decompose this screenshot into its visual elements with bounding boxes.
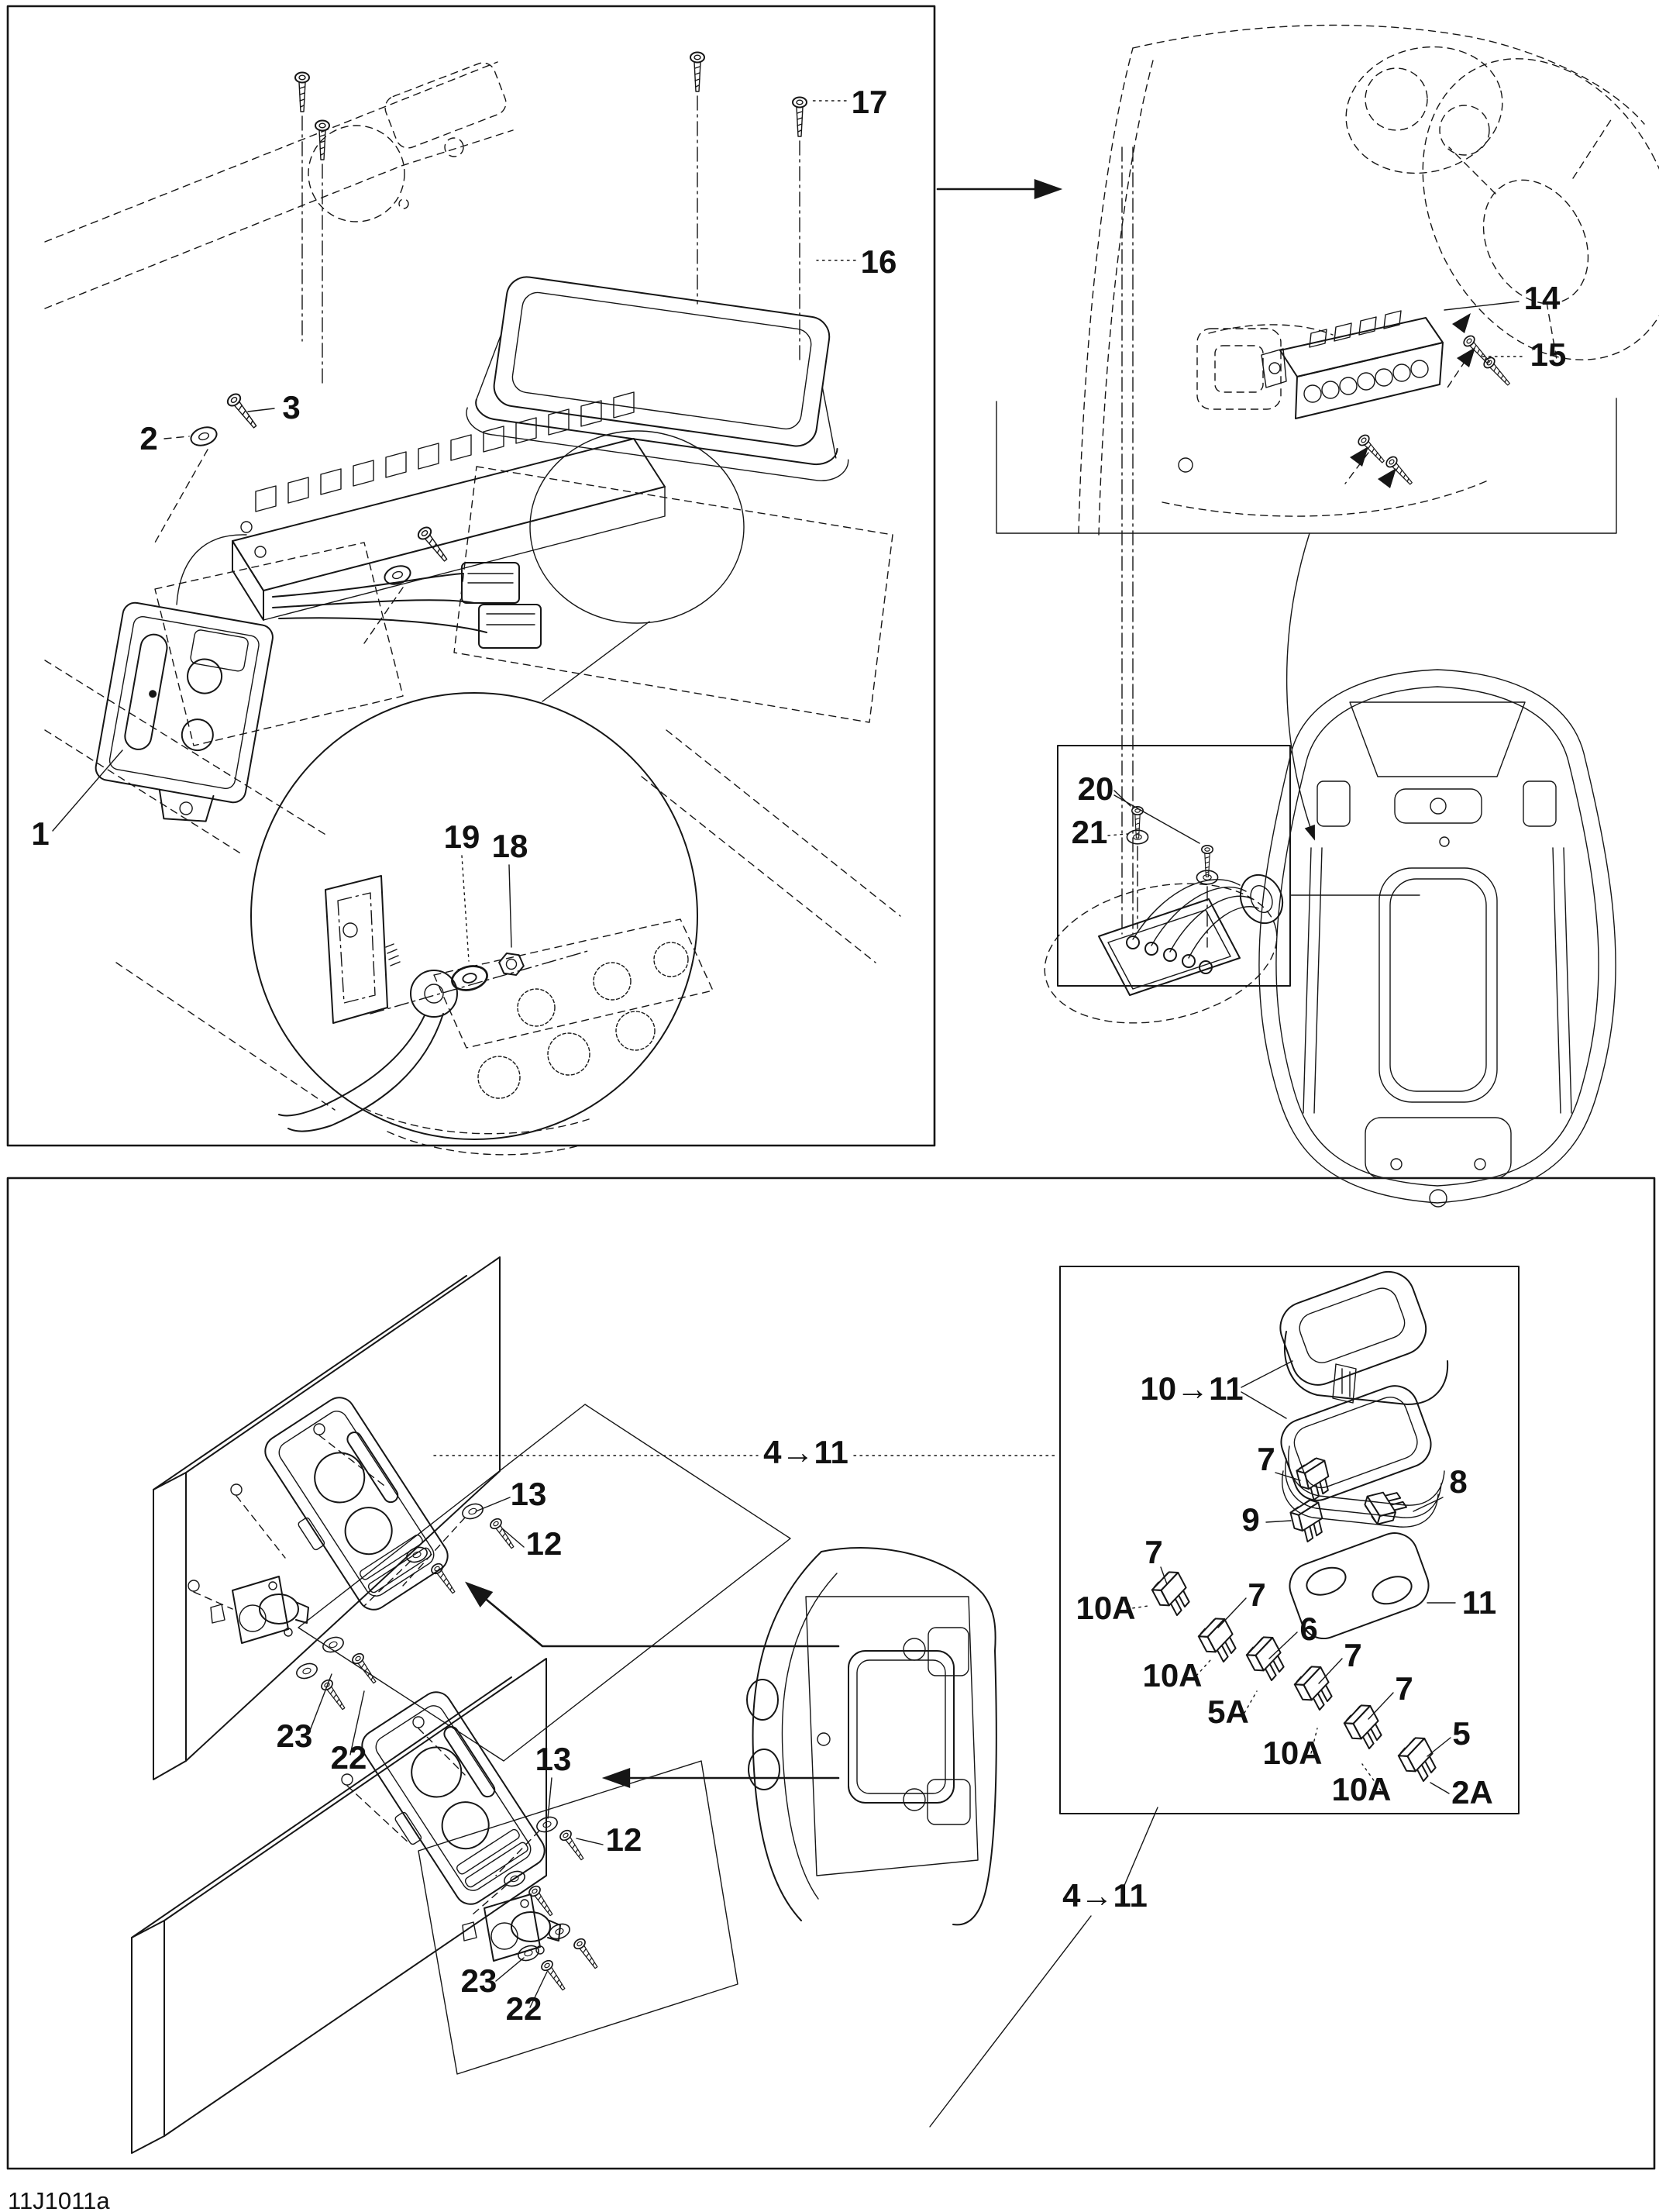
part-label-3: 3 bbox=[282, 389, 300, 426]
part-label-6: 6 bbox=[1299, 1611, 1317, 1647]
fuse-box-base-harness bbox=[176, 391, 666, 649]
fuse-10a-d bbox=[1340, 1700, 1389, 1755]
amp-label-10A-b: 10A bbox=[1142, 1657, 1202, 1693]
glove-box bbox=[1196, 328, 1282, 410]
amp-label-10A-c: 10A bbox=[1262, 1735, 1322, 1771]
document-code: 11J1011a bbox=[8, 2187, 110, 2212]
part-label-8: 8 bbox=[1449, 1463, 1467, 1500]
fuse-cover bbox=[1279, 1271, 1449, 1405]
bracket-to-topview-leader bbox=[1286, 532, 1315, 841]
part-label-7-b: 7 bbox=[1248, 1576, 1265, 1613]
upper-breaker-panel bbox=[264, 1397, 449, 1611]
part-label-5: 5 bbox=[1452, 1715, 1470, 1752]
range-label-4-11-top: 4→11 bbox=[763, 1434, 848, 1470]
screw-3b bbox=[415, 524, 453, 566]
engine-compartment-box bbox=[6, 5, 936, 1156]
watercraft-top-view bbox=[1258, 669, 1616, 1208]
part-label-17: 17 bbox=[852, 84, 888, 120]
console-bracket bbox=[996, 398, 1617, 534]
part-label-7-d: 7 bbox=[1395, 1670, 1413, 1707]
detail-circle bbox=[250, 692, 714, 1156]
amp-label-10A-d: 10A bbox=[1331, 1771, 1391, 1807]
lower-wall-assembly bbox=[131, 1658, 738, 2154]
amp-label-10A-a: 10A bbox=[1076, 1590, 1135, 1626]
screw-20a bbox=[1131, 806, 1144, 839]
fuse-gasket bbox=[1280, 1385, 1445, 1528]
fuse-box-cover bbox=[466, 276, 849, 481]
terminal-block bbox=[1044, 873, 1284, 1024]
lower-solenoid bbox=[462, 1893, 561, 1962]
part-label-22-lower: 22 bbox=[506, 1990, 542, 2027]
fuse-10a-a bbox=[1148, 1567, 1196, 1621]
lower-breaker-panel bbox=[361, 1691, 546, 1905]
part-label-7-top: 7 bbox=[1257, 1441, 1275, 1477]
lower-mount-outline bbox=[418, 1760, 738, 2075]
fuse-holder-14 bbox=[1261, 310, 1514, 488]
part-label-23-upper: 23 bbox=[277, 1718, 313, 1754]
arrow-to-upper-panel bbox=[465, 1581, 840, 1648]
gauge-cluster bbox=[1345, 46, 1503, 174]
screw-20b bbox=[1201, 845, 1213, 877]
part-label-20: 20 bbox=[1078, 770, 1114, 807]
console-pillar-lines bbox=[1121, 146, 1134, 935]
fuse-9 bbox=[1288, 1497, 1328, 1545]
part-label-13-lower: 13 bbox=[535, 1741, 572, 1777]
fuse-5a bbox=[1242, 1632, 1291, 1687]
ecu-module bbox=[95, 601, 274, 822]
part-label-9: 9 bbox=[1241, 1501, 1259, 1538]
screw-3 bbox=[224, 391, 262, 432]
part-label-22-upper: 22 bbox=[331, 1739, 367, 1776]
fuse-2a bbox=[1394, 1733, 1443, 1787]
fuse-8 bbox=[1362, 1487, 1410, 1527]
part-label-19: 19 bbox=[444, 818, 480, 855]
ground-terminal-box bbox=[1044, 745, 1420, 1024]
amp-label-2A: 2A bbox=[1451, 1774, 1493, 1811]
callout-labels: 17 16 3 2 1 19 18 14 15 20 21 4→11 13 12… bbox=[8, 84, 1566, 2212]
fuse-parts-box bbox=[1059, 1266, 1520, 1814]
terminal-plate-11 bbox=[1289, 1532, 1430, 1639]
console-view bbox=[996, 24, 1659, 935]
ecu-mount-outline bbox=[154, 542, 404, 746]
part-label-2: 2 bbox=[139, 420, 157, 457]
range-label-4-11-bottom: 4→11 bbox=[1062, 1877, 1148, 1914]
part-label-13-upper: 13 bbox=[511, 1476, 547, 1512]
part-label-15: 15 bbox=[1530, 336, 1567, 373]
steering-wheel bbox=[1422, 58, 1659, 365]
bottom-section-box bbox=[6, 1177, 1656, 2170]
range-label-10-11: 10→11 bbox=[1140, 1370, 1243, 1407]
zoom-link-line bbox=[542, 621, 650, 702]
leader-lines bbox=[52, 100, 1523, 2128]
zoom-ellipse bbox=[529, 430, 745, 624]
part-label-23-lower: 23 bbox=[461, 1962, 497, 1999]
part-label-14: 14 bbox=[1524, 280, 1561, 316]
washer-2 bbox=[188, 423, 220, 450]
part-label-7-c: 7 bbox=[1344, 1637, 1361, 1673]
amp-label-5A: 5A bbox=[1207, 1693, 1249, 1730]
console-screw-detail bbox=[1178, 457, 1193, 473]
part-label-7-a: 7 bbox=[1144, 1534, 1162, 1570]
part-label-1: 1 bbox=[31, 815, 49, 852]
watercraft-front-view bbox=[746, 1547, 997, 1926]
upper-solenoid bbox=[210, 1576, 309, 1644]
part-label-18: 18 bbox=[492, 828, 528, 864]
nut-21a bbox=[1126, 829, 1149, 845]
upper-mount-outline bbox=[298, 1404, 791, 1762]
part-label-12-upper: 12 bbox=[526, 1525, 563, 1562]
part-label-12-lower: 12 bbox=[606, 1821, 642, 1858]
part-label-16: 16 bbox=[861, 243, 897, 280]
part-label-11: 11 bbox=[1462, 1584, 1496, 1621]
part-label-21: 21 bbox=[1072, 814, 1108, 850]
cover-screws-17 bbox=[294, 51, 807, 388]
upper-wall-assembly bbox=[153, 1256, 791, 1780]
